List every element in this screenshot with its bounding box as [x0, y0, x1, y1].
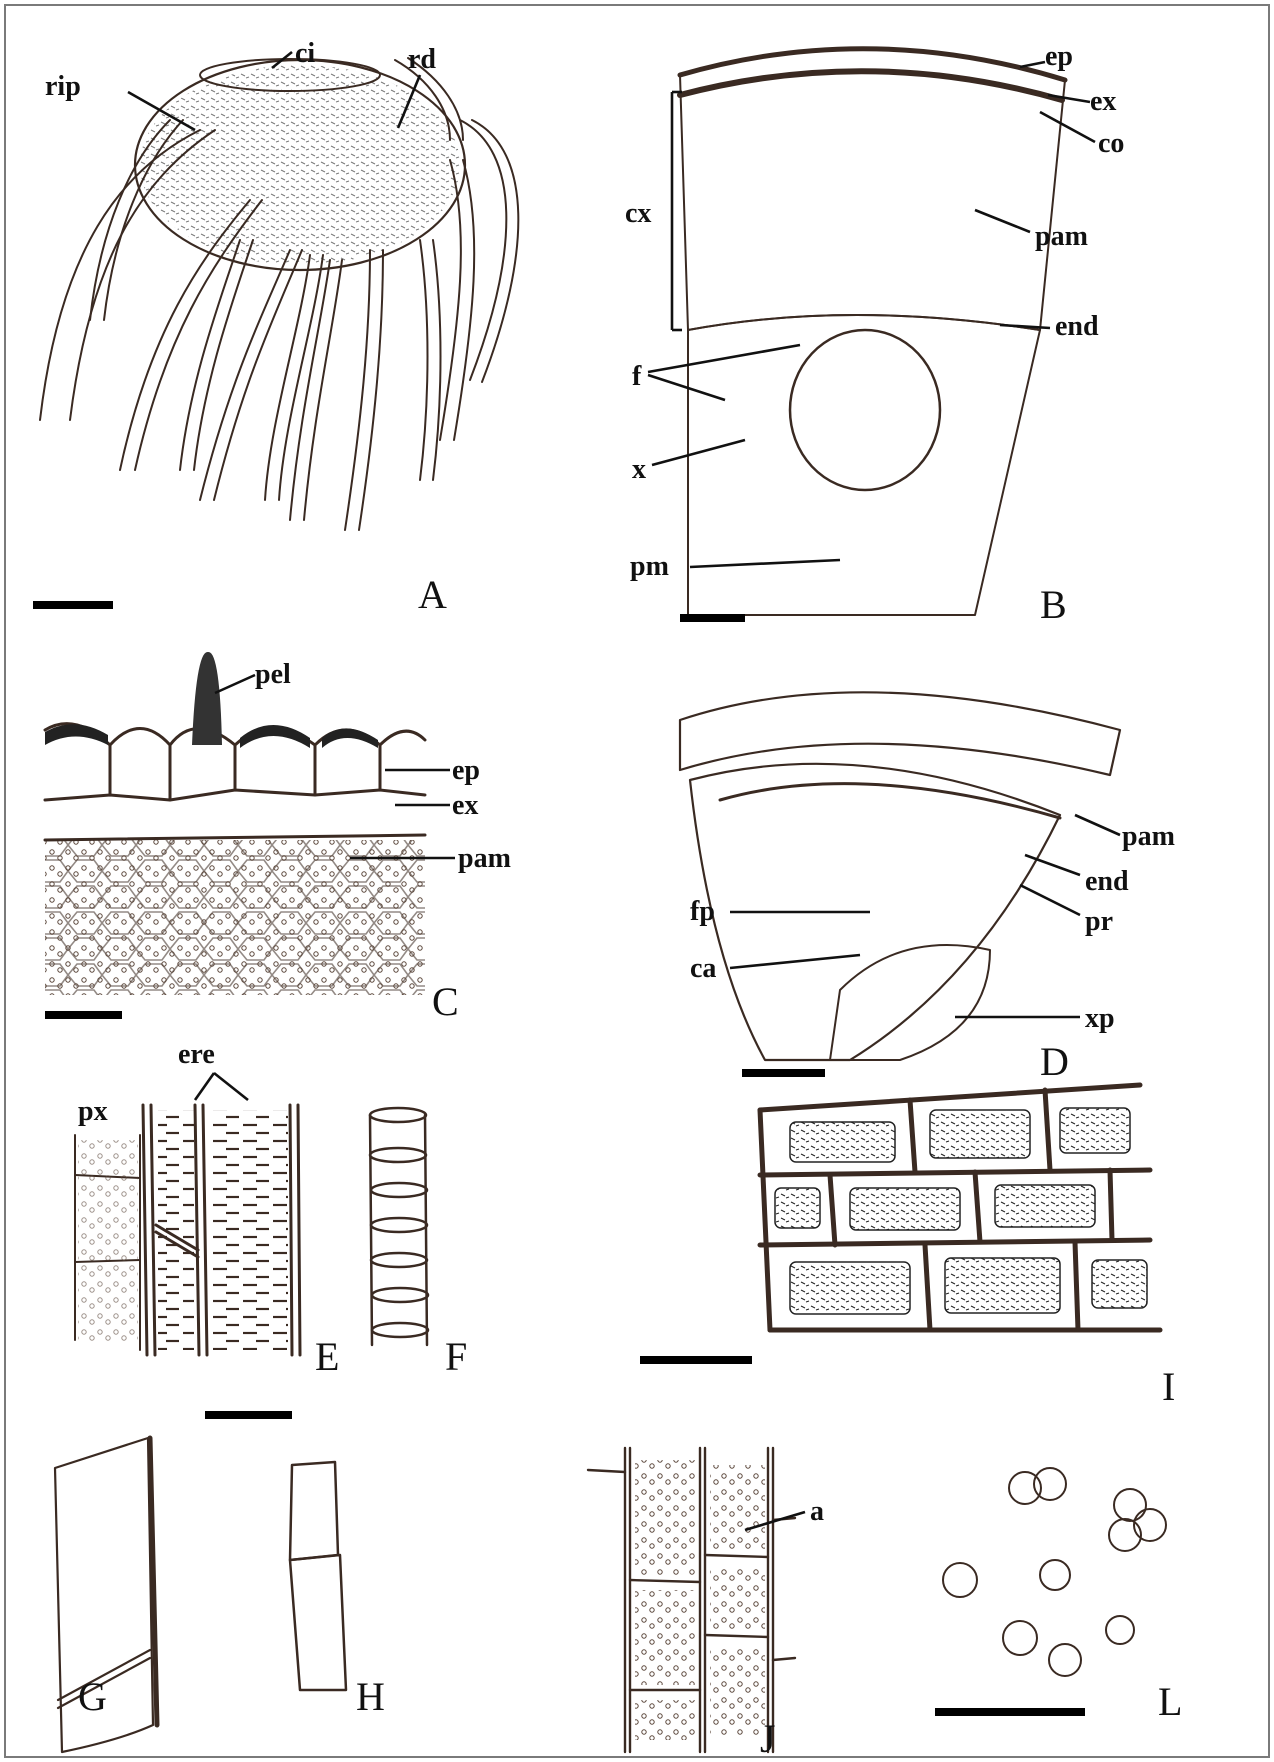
panel-letter-a: A [418, 572, 447, 617]
panel-letter-d: D [1040, 1039, 1069, 1084]
panel-e: px ere E [75, 1039, 339, 1415]
label-a-rd: rd [408, 44, 436, 75]
annular-vessel-drawing [370, 1108, 428, 1345]
tracheid-lower-drawing [290, 1555, 346, 1690]
panel-letter-f: F [445, 1334, 467, 1379]
label-e-ere: ere [178, 1039, 215, 1070]
tracheid-upper-drawing [290, 1462, 338, 1560]
panel-letter-g: G [78, 1674, 107, 1719]
panel-g: G [55, 1438, 157, 1752]
vascular-bundle-drawing [790, 330, 940, 490]
label-c-ex: ex [452, 790, 478, 821]
label-d-pr: pr [1085, 906, 1113, 937]
xylem-pole-drawing [830, 945, 990, 1060]
label-b-f: f [632, 361, 642, 392]
panel-letter-c: C [432, 979, 459, 1024]
label-d-end: end [1085, 866, 1129, 897]
panel-letter-e: E [315, 1334, 339, 1379]
label-d-pam: pam [1122, 821, 1175, 852]
label-b-ep: ep [1045, 41, 1073, 72]
label-a-ci: ci [295, 38, 315, 69]
label-b-co: co [1098, 128, 1124, 159]
starch-grains-drawing [943, 1468, 1166, 1676]
label-c-ep: ep [452, 755, 480, 786]
label-j-a: a [810, 1496, 824, 1527]
panel-c: pel ep ex pam C [45, 652, 511, 1024]
label-d-fp: fp [690, 896, 715, 927]
stele-drawing [688, 315, 1040, 615]
panel-letter-b: B [1040, 582, 1067, 627]
panel-j: a J [588, 1448, 824, 1761]
label-e-px: px [78, 1096, 108, 1127]
panel-letter-h: H [356, 1674, 385, 1719]
panel-d: pam end fp pr ca xp D [680, 692, 1175, 1084]
label-b-cx: cx [625, 198, 651, 229]
panel-a: rip ci rd A [33, 38, 518, 617]
panel-b: ep ex co cx pam end f x pm B [625, 41, 1124, 627]
label-b-ex: ex [1090, 86, 1116, 117]
papilla-drawing [192, 652, 222, 745]
label-c-pel: pel [255, 659, 291, 690]
panel-f: F [370, 1108, 467, 1379]
label-b-pm: pm [630, 551, 669, 582]
label-b-end: end [1055, 311, 1099, 342]
panel-letter-j: J [760, 1716, 776, 1761]
amyloplast-dots [45, 840, 425, 995]
panel-letter-i: I [1162, 1364, 1175, 1409]
label-a-rip: rip [45, 71, 81, 102]
cortex-drawing [680, 49, 1065, 330]
parenchyma-layer-drawing [680, 692, 1120, 775]
label-b-x: x [632, 454, 646, 485]
label-d-xp: xp [1085, 1003, 1115, 1034]
label-c-pam: pam [458, 843, 511, 874]
panel-i: I [640, 1085, 1175, 1409]
panel-letter-l: L [1158, 1679, 1182, 1724]
label-b-pam: pam [1035, 221, 1088, 252]
label-d-ca: ca [690, 953, 716, 984]
panel-h: H [290, 1462, 385, 1719]
panel-l: L [935, 1468, 1182, 1724]
